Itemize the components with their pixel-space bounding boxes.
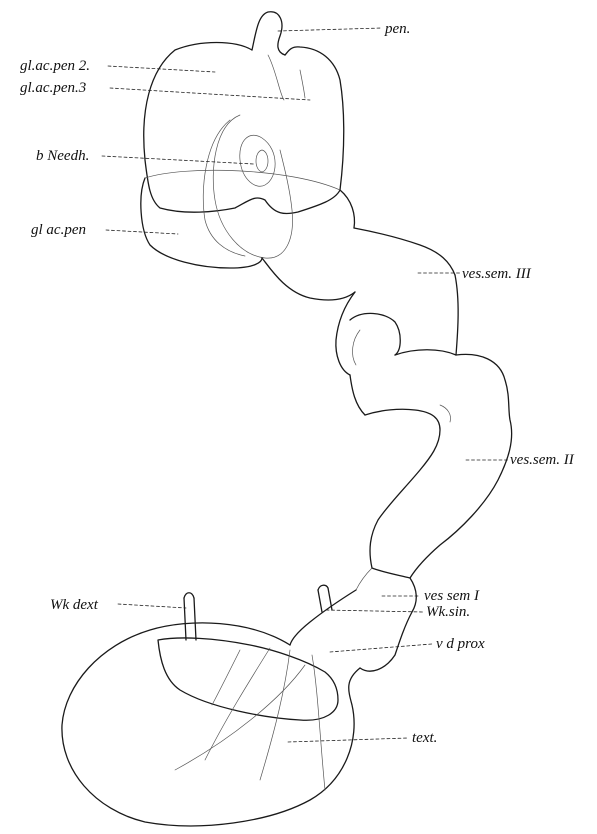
testis-outline — [62, 623, 360, 826]
ves-sem-II-fold — [440, 405, 451, 422]
leader-text — [288, 738, 408, 742]
ves-sem-I-outline — [360, 568, 416, 671]
wk-sin-tube — [318, 588, 332, 612]
needham-sac-inner — [256, 150, 268, 172]
label-ves-sem-II: ves.sem. II — [510, 452, 575, 468]
label-ves-sem-I: ves sem I — [424, 588, 480, 604]
leader-v-d-prox — [330, 644, 432, 652]
loop-lower — [350, 375, 365, 415]
ves-sem-I-joint — [356, 568, 372, 590]
ves-sem-II-inner-edge — [365, 409, 440, 568]
label-v-d-prox: v d prox — [436, 636, 485, 652]
lower-gland-right — [340, 190, 354, 228]
ves-sem-III-right-edge — [455, 275, 458, 355]
gland-lobe-line-2 — [300, 70, 305, 98]
testis-vessel-5 — [212, 650, 240, 705]
label-ves-sem-III: ves.sem. III — [462, 266, 532, 282]
leader-gl-ac-pen-2 — [108, 66, 215, 72]
testis-vessel-4 — [175, 665, 305, 770]
label-gl-ac-pen: gl ac.pen — [31, 222, 86, 238]
label-pen: pen. — [384, 21, 410, 37]
ves-sem-II-outer-edge — [410, 354, 512, 578]
label-wk-sin: Wk.sin. — [426, 604, 470, 620]
ves-sem-III-lower-edge — [262, 258, 355, 300]
label-gl-ac-pen-2: gl.ac.pen 2. — [20, 58, 90, 74]
label-gl-ac-pen-3: gl.ac.pen.3 — [20, 80, 86, 96]
testis-vessel-2 — [260, 650, 290, 780]
label-wk-dext: Wk dext — [50, 597, 99, 613]
loop-inner — [353, 330, 360, 365]
testis-inner-lobe — [158, 638, 338, 720]
leader-b-needh — [102, 156, 254, 164]
inner-duct-loop-2 — [203, 120, 245, 256]
label-b-needh: b Needh. — [36, 148, 89, 164]
lower-gland-ellipse — [145, 170, 340, 190]
ves-sem-III-upper-edge — [354, 228, 455, 275]
loop-cap — [350, 313, 400, 355]
label-text: text. — [412, 730, 437, 746]
leader-gl-ac-pen — [106, 230, 178, 234]
gland-lobe-line — [268, 55, 284, 100]
inner-duct-loop — [213, 115, 292, 258]
wk-dext-cap — [184, 593, 194, 598]
testis-vessel-3 — [312, 655, 325, 790]
upper-accessory-gland-outline — [144, 43, 344, 214]
testis-vessel-1 — [205, 648, 270, 760]
ves-sem-II-top-edge — [395, 350, 456, 355]
wk-dext-tube — [184, 598, 196, 640]
leader-pen — [278, 28, 382, 31]
leader-wk-sin — [326, 610, 423, 612]
wk-sin-cap — [318, 585, 328, 590]
wk-sin-duct — [290, 590, 356, 645]
penis-outline — [252, 12, 285, 55]
needham-sac-outline — [240, 135, 275, 186]
lower-accessory-gland-outline — [141, 178, 262, 268]
leader-wk-dext — [118, 604, 186, 608]
loop-upper — [336, 292, 355, 375]
